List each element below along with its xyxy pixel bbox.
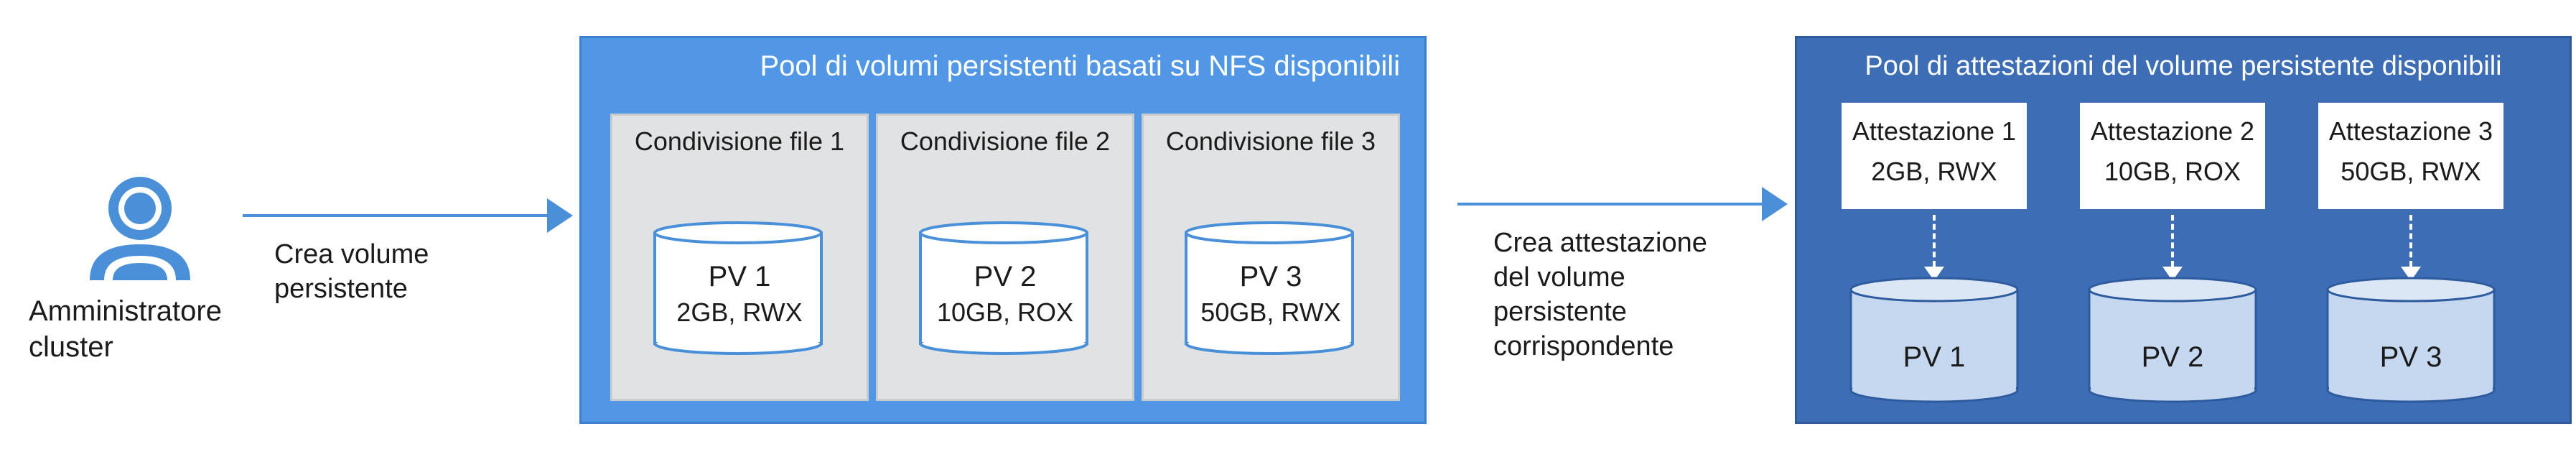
file-share-2: Condivisione file 2 PV 2 10GB, ROX: [876, 114, 1134, 401]
create-pvc-label-line3: persistente: [1493, 297, 1627, 327]
claim-name: Attestazione 3: [2328, 116, 2493, 146]
claim-name: Attestazione 2: [2090, 116, 2255, 146]
bound-pv-cylinder-1: [1849, 277, 2019, 403]
bound-pv-name: PV 2: [2141, 341, 2204, 373]
claim-binding-line-1: [1933, 215, 1936, 267]
pv-cylinder-2: [919, 221, 1088, 355]
claim-spec: 50GB, RWX: [2341, 157, 2481, 186]
create-pvc-label: Crea attestazione del volume persistente…: [1493, 226, 1766, 364]
claim-card-3: Attestazione 3 50GB, RWX: [2318, 103, 2503, 209]
create-pv-arrow-head: [547, 198, 573, 233]
claim-spec: 2GB, RWX: [1871, 157, 1997, 186]
pv-spec: 50GB, RWX: [1200, 297, 1341, 327]
bound-pv-cylinder-3: [2326, 277, 2496, 403]
create-pvc-label-line2: del volume: [1493, 262, 1625, 292]
pv-spec: 10GB, ROX: [936, 297, 1074, 327]
pv-spec: 2GB, RWX: [676, 297, 803, 327]
file-share-3: Condivisione file 3 PV 3 50GB, RWX: [1142, 114, 1400, 401]
claim-card-2: Attestazione 2 10GB, ROX: [2080, 103, 2265, 209]
pv-name: PV 3: [1239, 261, 1302, 292]
actor-label: Amministratore cluster: [29, 293, 266, 365]
pvc-pool-title: Pool di attestazioni del volume persiste…: [1865, 51, 2502, 81]
file-share-title: Condivisione file 3: [1165, 126, 1376, 156]
claim-card-1: Attestazione 1 2GB, RWX: [1842, 103, 2027, 209]
file-share-1: Condivisione file 1 PV 1 2GB, RWX: [610, 114, 869, 401]
nfs-pv-pool: Pool di volumi persistenti basati su NFS…: [579, 36, 1427, 424]
claim-name: Attestazione 1: [1852, 116, 2017, 146]
actor-label-line2: cluster: [29, 331, 113, 363]
create-pv-arrow-line: [243, 214, 551, 217]
create-pv-label-line2: persistente: [274, 274, 408, 304]
create-pvc-label-line4: corrispondente: [1493, 331, 1674, 361]
pv-name: PV 2: [974, 261, 1037, 292]
create-pvc-label-line1: Crea attestazione: [1493, 228, 1707, 258]
pv-cylinder-3: [1185, 221, 1354, 355]
user-icon: [90, 177, 190, 280]
claim-spec: 10GB, ROX: [2104, 157, 2241, 186]
actor-label-line1: Amministratore: [29, 295, 222, 327]
file-share-title: Condivisione file 1: [634, 126, 845, 156]
nfs-pv-pool-title: Pool di volumi persistenti basati su NFS…: [760, 50, 1400, 82]
pv-name: PV 1: [708, 261, 771, 292]
pvc-pool: Pool di attestazioni del volume persiste…: [1795, 36, 2572, 424]
file-share-title: Condivisione file 2: [900, 126, 1111, 156]
create-pvc-arrow-line: [1457, 203, 1766, 206]
pv-cylinder-1: [653, 221, 823, 355]
bound-pv-cylinder-2: [2088, 277, 2257, 403]
bound-pv-name: PV 3: [2379, 341, 2442, 373]
create-pvc-arrow-head: [1762, 187, 1788, 221]
bound-pv-name: PV 1: [1903, 341, 1966, 373]
create-pv-label: Crea volume persistente: [274, 237, 533, 306]
claim-binding-line-2: [2171, 215, 2174, 267]
claim-binding-line-3: [2409, 215, 2412, 267]
create-pv-label-line1: Crea volume: [274, 239, 429, 269]
